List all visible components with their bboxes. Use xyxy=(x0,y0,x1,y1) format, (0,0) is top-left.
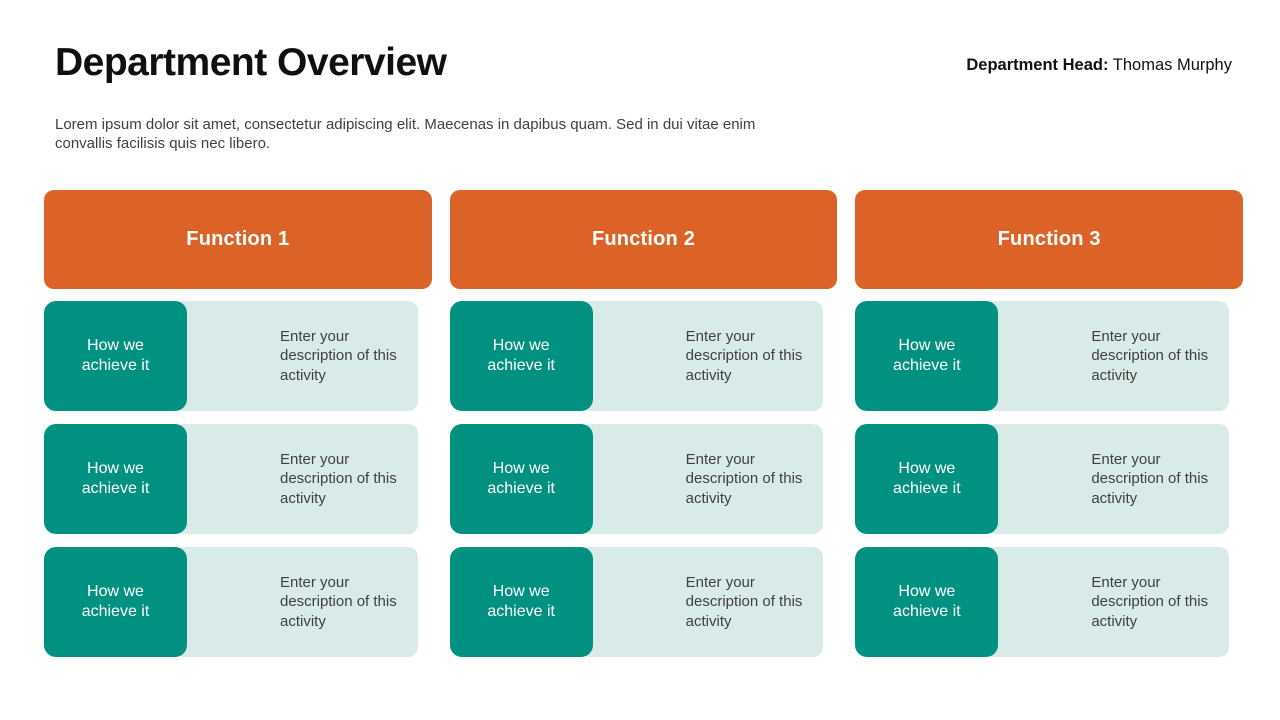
activity-label-box: How we achieve it xyxy=(449,424,593,534)
function-2-rows: Enter your description of this activity … xyxy=(449,301,824,657)
activity-label: How we achieve it xyxy=(487,583,555,620)
activity-description: Enter your description of this activity xyxy=(280,450,397,507)
activity-label: How we achieve it xyxy=(893,460,961,497)
activity-label-box: How we achieve it xyxy=(449,301,593,411)
activity-description: Enter your description of this activity xyxy=(685,450,803,507)
activity-description-box: Enter your description of this activity xyxy=(174,424,418,534)
activity-label: How we achieve it xyxy=(893,583,961,620)
activity-label-box: How we achieve it xyxy=(449,547,593,657)
activity-label-box: How we achieve it xyxy=(855,547,999,657)
activity-description: Enter your description of this activity xyxy=(1091,327,1209,384)
function-3-header: Function 3 xyxy=(855,190,1244,289)
function-1-header: Function 1 xyxy=(44,190,432,289)
activity-row: Enter your description of this activity … xyxy=(44,301,418,411)
activity-description: Enter your description of this activity xyxy=(1091,450,1209,507)
activity-row: Enter your description of this activity … xyxy=(855,547,1230,657)
activity-label: How we achieve it xyxy=(81,460,150,497)
activity-description: Enter your description of this activity xyxy=(280,573,397,630)
activity-label-box: How we achieve it xyxy=(44,547,187,657)
department-head-label: Department Head: xyxy=(966,56,1109,74)
activity-description: Enter your description of this activity xyxy=(1091,573,1209,630)
activity-description-box: Enter your description of this activity xyxy=(985,547,1230,657)
activity-row: Enter your description of this activity … xyxy=(449,301,824,411)
department-head-name: Thomas Murphy xyxy=(1112,56,1232,74)
activity-label-box: How we achieve it xyxy=(44,301,187,411)
function-column-1: Function 1 Enter your description of thi… xyxy=(44,190,432,670)
activity-description-box: Enter your description of this activity xyxy=(985,301,1230,411)
function-3-rows: Enter your description of this activity … xyxy=(855,301,1230,657)
function-column-2: Function 2 Enter your description of thi… xyxy=(449,190,838,670)
activity-row: Enter your description of this activity … xyxy=(449,424,824,534)
functions-board: Function 1 Enter your description of thi… xyxy=(44,190,1244,670)
function-1-rows: Enter your description of this activity … xyxy=(44,301,418,657)
function-2-header: Function 2 xyxy=(449,190,838,289)
department-head: Department Head: Thomas Murphy xyxy=(966,55,1232,75)
activity-label: How we achieve it xyxy=(487,337,555,374)
activity-description-box: Enter your description of this activity xyxy=(579,547,824,657)
activity-label: How we achieve it xyxy=(893,337,961,374)
activity-description-box: Enter your description of this activity xyxy=(174,547,418,657)
activity-label-box: How we achieve it xyxy=(855,424,999,534)
activity-row: Enter your description of this activity … xyxy=(855,424,1230,534)
activity-row: Enter your description of this activity … xyxy=(44,424,418,534)
activity-description: Enter your description of this activity xyxy=(685,573,803,630)
activity-row: Enter your description of this activity … xyxy=(44,547,418,657)
page-title: Department Overview xyxy=(55,41,447,84)
activity-description: Enter your description of this activity xyxy=(280,327,397,384)
activity-row: Enter your description of this activity … xyxy=(855,301,1230,411)
activity-label-box: How we achieve it xyxy=(855,301,999,411)
function-column-3: Function 3 Enter your description of thi… xyxy=(855,190,1244,670)
activity-description: Enter your description of this activity xyxy=(685,327,803,384)
activity-description-box: Enter your description of this activity xyxy=(579,301,824,411)
activity-row: Enter your description of this activity … xyxy=(449,547,824,657)
activity-description-box: Enter your description of this activity xyxy=(579,424,824,534)
activity-description-box: Enter your description of this activity xyxy=(174,301,418,411)
activity-label: How we achieve it xyxy=(81,337,150,374)
activity-label: How we achieve it xyxy=(81,583,150,620)
activity-label: How we achieve it xyxy=(487,460,555,497)
activity-label-box: How we achieve it xyxy=(44,424,187,534)
activity-description-box: Enter your description of this activity xyxy=(985,424,1230,534)
slide-description: Lorem ipsum dolor sit amet, consectetur … xyxy=(55,116,756,152)
